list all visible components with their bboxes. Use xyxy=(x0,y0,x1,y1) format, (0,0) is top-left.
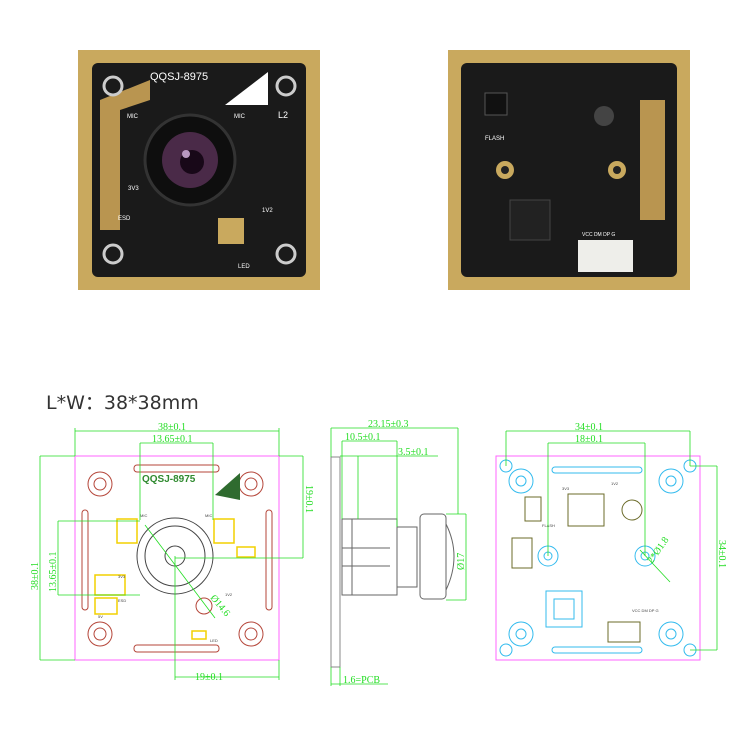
dim-side-dia: Ø17 xyxy=(456,553,467,570)
dim-side-mid: 10.5±0.1 xyxy=(345,432,381,443)
front-drawing: QQSJ-8975 MIC MIC 3V3 ESD 5V 1V2 LED 38±… xyxy=(30,422,314,683)
dim-front-width: 38±0.1 xyxy=(158,422,186,433)
front-drawing-led: LED xyxy=(210,638,218,643)
front-drawing-5v: 5V xyxy=(98,614,103,619)
dim-front-right: 19±0.1 xyxy=(303,485,314,513)
back-drawing-flash: FLASH xyxy=(542,523,555,528)
front-photo-mic1: MIC xyxy=(127,114,139,120)
back-photo-pins: VCC DM DP G xyxy=(582,232,615,238)
front-drawing-esd: ESD xyxy=(118,598,126,603)
side-drawing: 23.15±0.3 10.5±0.1 3.5±0.1 Ø17 1.6=PCB xyxy=(330,419,467,686)
back-drawing-3v3: 3V3 xyxy=(562,486,570,491)
dim-side-total: 23.15±0.3 xyxy=(368,419,409,430)
front-drawing-3v3: 3V3 xyxy=(118,574,126,579)
front-board-photo: QQSJ-8975 L2 MIC MIC 3V3 ESD 1V2 LED xyxy=(78,50,320,290)
dim-side-small: 3.5±0.1 xyxy=(398,447,429,458)
dim-back-hole-dia: 2*Ø1.8 xyxy=(645,535,671,566)
front-photo-3v3: 3V3 xyxy=(128,186,139,192)
dim-back-holes: 18±0.1 xyxy=(575,434,603,445)
dim-front-inner: 13.65±0.1 xyxy=(152,434,193,445)
front-photo-led: LED xyxy=(238,264,250,270)
dim-back-width: 34±0.1 xyxy=(575,422,603,433)
back-drawing: FLASH VCC DM DP G 3V3 1V2 34±0.1 18±0.1 … xyxy=(495,422,727,661)
back-drawing-1v2: 1V2 xyxy=(611,481,619,486)
front-photo-esd: ESD xyxy=(118,216,131,222)
front-photo-l2: L2 xyxy=(278,110,288,120)
front-photo-1v2: 1V2 xyxy=(262,208,273,214)
front-drawing-mic2: MIC xyxy=(205,513,212,518)
front-drawing-1v2: 1V2 xyxy=(225,592,233,597)
front-drawing-mic1: MIC xyxy=(140,513,147,518)
dimensions-heading: L*W：38*38mm xyxy=(46,392,199,414)
back-board-photo: FLASH VCC DM DP G xyxy=(448,50,690,290)
dim-back-height: 34±0.1 xyxy=(716,540,727,568)
front-photo-model: QQSJ-8975 xyxy=(150,71,208,83)
dim-front-left-inner: 13.65±0.1 xyxy=(48,552,59,593)
back-drawing-pins: VCC DM DP G xyxy=(632,608,659,613)
back-photo-flash: FLASH xyxy=(485,136,504,142)
dim-front-height: 38±0.1 xyxy=(30,562,41,590)
dim-side-pcb: 1.6=PCB xyxy=(343,675,380,686)
dim-front-bottom: 19±0.1 xyxy=(195,672,223,683)
front-drawing-model: QQSJ-8975 xyxy=(142,474,196,485)
front-photo-mic2: MIC xyxy=(234,114,246,120)
